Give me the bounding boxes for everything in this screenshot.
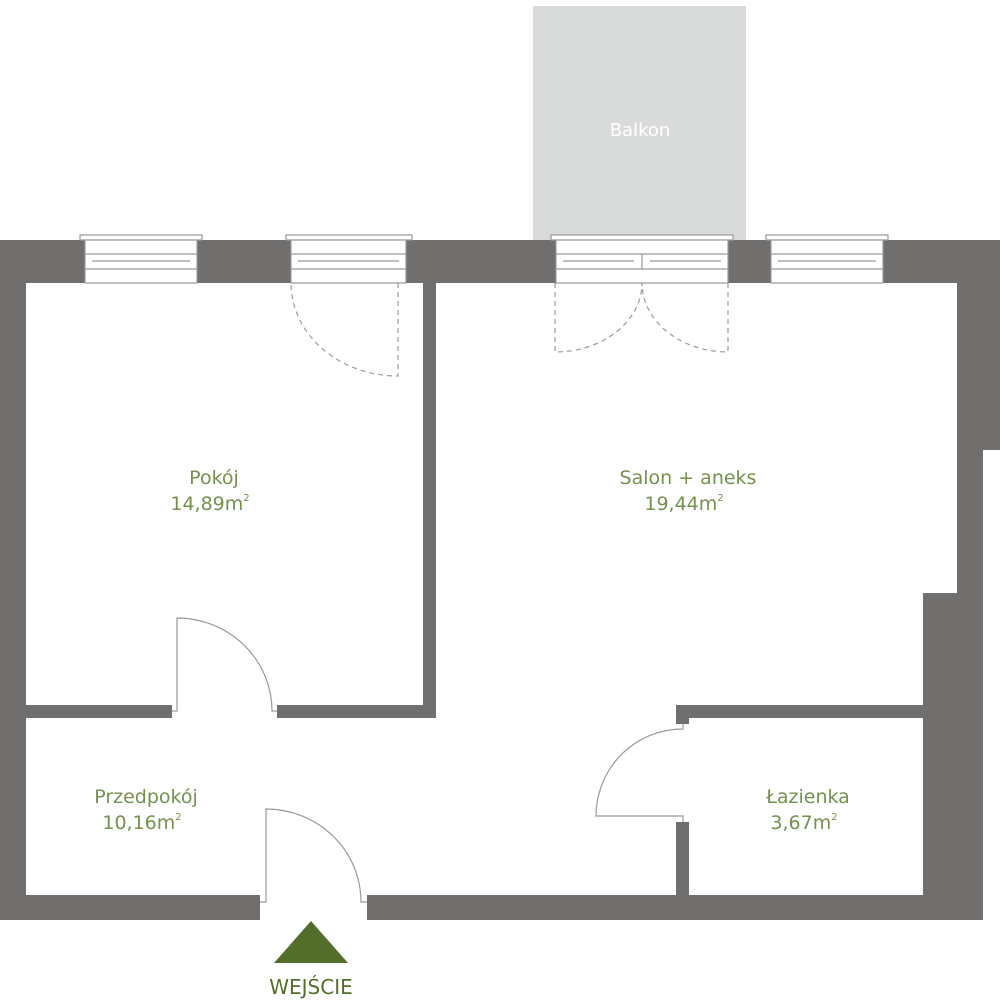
entrance-door-swing [260,808,367,903]
balcony-label: Balkon [610,120,671,141]
balcony-door [550,234,734,284]
room-lazienka[interactable]: Łazienka 3,67m2 [765,786,850,834]
svg-text:3,67m2: 3,67m2 [770,812,837,834]
doors [172,282,729,903]
svg-text:14,89m2: 14,89m2 [170,493,249,515]
unit-superscript: 2 [717,493,723,504]
room-name: Łazienka [765,786,850,808]
window-1 [79,234,203,284]
room-name: Przedpokój [94,786,198,808]
entrance-label: WEJŚCIE [269,975,353,999]
balcony-door-left-swing [554,282,643,353]
room-area: 10,16m [102,812,175,834]
windows [79,234,889,284]
room-przedpokoj[interactable]: Przedpokój 10,16m2 [94,786,198,834]
balcony-door-right-swing [641,282,729,353]
window-4 [765,234,889,284]
room-salon[interactable]: Salon + aneks 19,44m2 [620,467,757,515]
room-pokoj[interactable]: Pokój 14,89m2 [170,467,249,515]
room-area: 3,67m [770,812,831,834]
window-2 [285,234,413,284]
svg-text:19,44m2: 19,44m2 [644,493,723,515]
room-area: 14,89m [170,493,243,515]
room-area: 19,44m [644,493,717,515]
room-name: Pokój [189,467,239,489]
entrance-marker: WEJŚCIE [269,921,353,999]
balcony-area [533,6,746,240]
window-door-swing [290,282,399,377]
unit-superscript: 2 [831,812,837,823]
triangle-up-icon [274,921,348,963]
unit-superscript: 2 [175,812,181,823]
svg-text:10,16m2: 10,16m2 [102,812,181,834]
bathroom-door-swing [595,724,684,822]
room-door-swing [172,617,277,712]
room-name: Salon + aneks [620,467,757,489]
balcony[interactable]: Balkon [533,6,746,240]
unit-superscript: 2 [243,493,249,504]
